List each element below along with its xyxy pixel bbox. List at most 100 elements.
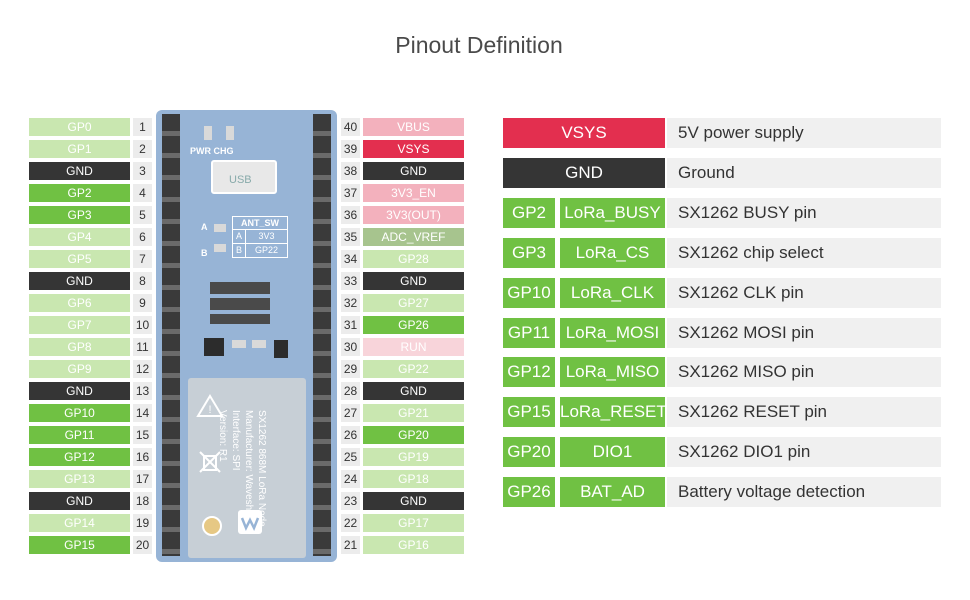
ic-chip xyxy=(204,338,224,356)
left-pin-label: GP11 xyxy=(29,426,130,444)
left-pin-label: GP2 xyxy=(29,184,130,202)
right-pin-number: 32 xyxy=(341,294,360,312)
right-pin-label: GP18 xyxy=(363,470,464,488)
right-pin-label: GP17 xyxy=(363,514,464,532)
left-pin-number: 7 xyxy=(133,250,152,268)
left-pin-label: GP12 xyxy=(29,448,130,466)
left-pin-label: GP9 xyxy=(29,360,130,378)
left-pin-label: GP0 xyxy=(29,118,130,136)
left-pin-number: 2 xyxy=(133,140,152,158)
right-pin-label: GP26 xyxy=(363,316,464,334)
left-pin-number: 15 xyxy=(133,426,152,444)
legend-pin-box: VSYS xyxy=(503,118,665,148)
right-pin-label: GP28 xyxy=(363,250,464,268)
left-pin-number: 18 xyxy=(133,492,152,510)
right-pin-number: 25 xyxy=(341,448,360,466)
left-pin-label: GP1 xyxy=(29,140,130,158)
right-pin-number: 24 xyxy=(341,470,360,488)
legend-gpio-box: GP2 xyxy=(503,198,555,228)
left-pin-label: GP10 xyxy=(29,404,130,422)
right-pin-number: 38 xyxy=(341,162,360,180)
left-pin-label: GP15 xyxy=(29,536,130,554)
diode xyxy=(274,340,288,358)
right-pin-number: 21 xyxy=(341,536,360,554)
right-pin-number: 40 xyxy=(341,118,360,136)
legend-gpio-box: GP11 xyxy=(503,318,555,348)
legend-description: SX1262 CLK pin xyxy=(667,278,941,308)
ant-row-a: A xyxy=(233,230,246,243)
right-pin-label: GP19 xyxy=(363,448,464,466)
left-pin-number: 13 xyxy=(133,382,152,400)
legend-function-box: LoRa_MOSI xyxy=(560,318,665,348)
warning-icon: ! xyxy=(196,394,224,418)
ant-row-b: B xyxy=(233,244,246,257)
legend-function-box: LoRa_BUSY xyxy=(560,198,665,228)
resistor-array-3 xyxy=(210,314,270,324)
left-pin-label: GP8 xyxy=(29,338,130,356)
left-pin-number: 11 xyxy=(133,338,152,356)
right-pin-label: GND xyxy=(363,382,464,400)
ant-sw-label: ANT_SW xyxy=(233,217,287,230)
legend-gpio-box: GP12 xyxy=(503,357,555,387)
left-pin-number: 4 xyxy=(133,184,152,202)
left-pin-label: GND xyxy=(29,272,130,290)
weee-bin-icon xyxy=(198,450,222,474)
right-pin-number: 23 xyxy=(341,492,360,510)
led-chg xyxy=(226,126,234,140)
left-pin-label: GP5 xyxy=(29,250,130,268)
right-pin-number: 33 xyxy=(341,272,360,290)
legend-description: SX1262 chip select xyxy=(667,238,941,268)
right-pin-label: GP22 xyxy=(363,360,464,378)
legend-gpio-box: GP15 xyxy=(503,397,555,427)
left-pin-label: GND xyxy=(29,162,130,180)
left-pin-label: GP13 xyxy=(29,470,130,488)
legend-description: Ground xyxy=(667,158,941,188)
left-pin-number: 3 xyxy=(133,162,152,180)
silk-b: B xyxy=(201,248,208,258)
legend-pin-box: GND xyxy=(503,158,665,188)
right-pin-number: 36 xyxy=(341,206,360,224)
legend-function-box: LoRa_MISO xyxy=(560,357,665,387)
page-title: Pinout Definition xyxy=(395,32,563,58)
svg-text:!: ! xyxy=(208,404,211,416)
right-pin-number: 39 xyxy=(341,140,360,158)
left-pin-number: 9 xyxy=(133,294,152,312)
pwr-chg-silkscreen: PWR CHG xyxy=(190,146,234,156)
right-pin-label: 3V3(OUT) xyxy=(363,206,464,224)
right-pin-header xyxy=(313,114,331,556)
antenna-connector xyxy=(202,516,222,536)
cap-1 xyxy=(232,340,246,348)
left-pin-label: GP14 xyxy=(29,514,130,532)
waveshare-logo-icon xyxy=(238,510,262,534)
left-pin-number: 5 xyxy=(133,206,152,224)
led-pwr xyxy=(204,126,212,140)
silk-a: A xyxy=(201,222,208,232)
left-pin-label: GND xyxy=(29,382,130,400)
legend-gpio-box: GP10 xyxy=(503,278,555,308)
left-pin-number: 20 xyxy=(133,536,152,554)
left-pin-number: 8 xyxy=(133,272,152,290)
right-pin-number: 27 xyxy=(341,404,360,422)
legend-description: SX1262 MOSI pin xyxy=(667,318,941,348)
right-pin-number: 28 xyxy=(341,382,360,400)
